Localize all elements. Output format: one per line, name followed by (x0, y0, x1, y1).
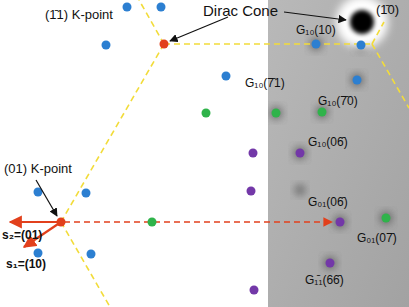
lattice-dot (123, 3, 132, 12)
lattice-dot (157, 3, 166, 12)
zone-boundary (372, 22, 384, 44)
figure-label: (1̄0) (376, 3, 399, 18)
dirac-spot (350, 10, 374, 34)
photo-ground (268, 0, 409, 307)
diffraction-spot (324, 257, 336, 269)
leader-arrow (170, 17, 228, 41)
figure-label: G₁₀(7̄0) (318, 95, 358, 109)
zone-boundary (61, 222, 110, 307)
zone-boundary (164, 43, 372, 45)
lattice-dot (148, 218, 157, 227)
figure-label: s₂=(01) (2, 229, 42, 243)
figure-label: G₁̄₁(66̄) (305, 274, 344, 288)
zone-lines (61, 0, 409, 307)
lattice-dot (312, 40, 321, 49)
lattice-dot (160, 40, 169, 49)
figure-label: G₁₀(06̄) (308, 136, 348, 150)
lattice-dot (357, 41, 366, 50)
basis-vector (10, 221, 61, 223)
figure-label: Dirac Cone (203, 2, 278, 19)
lattice-dot (382, 214, 391, 223)
red-dashed-arrow (64, 221, 332, 223)
diffraction-spot (334, 216, 346, 228)
diffraction-spot (380, 212, 392, 224)
diffraction-spot (351, 74, 363, 86)
lattice-dot (296, 149, 305, 158)
figure-label: (01) K-point (4, 162, 72, 177)
lattice-dot (326, 259, 335, 268)
figure-label: (1̄1) K-point (45, 8, 113, 23)
figure-label: G₀₁(06̄) (308, 196, 348, 210)
lattice-dot (318, 108, 327, 117)
lattice-dots (34, 3, 391, 295)
lattice-dot (353, 76, 362, 85)
leader-arrow (284, 12, 346, 20)
zone-boundary (372, 44, 409, 108)
lattice-dot (272, 109, 281, 118)
lattice-dot (247, 187, 256, 196)
diffraction-spot (295, 185, 305, 195)
lattice-dot (249, 149, 258, 158)
figure-label: G₁₀(7̄1) (245, 77, 285, 91)
diffraction-spot (270, 107, 282, 119)
lattice-dot (34, 249, 43, 258)
diffraction-image (268, 0, 409, 307)
leader-arrow (36, 180, 57, 216)
lattice-dot (87, 250, 96, 259)
figure-label: G₀₁(07̄) (357, 232, 397, 246)
figure-label: G₁₀(10) (296, 24, 336, 38)
lattice-dot (102, 41, 111, 50)
lattice-dot (336, 218, 345, 227)
lattice-dot (250, 286, 259, 295)
lattice-dot (82, 189, 91, 198)
diffraction-spot (310, 38, 322, 50)
leader-arrows (10, 12, 346, 247)
lattice-dot (222, 72, 231, 81)
diffraction-spot (294, 147, 306, 159)
figure-label: s₁=(10) (6, 258, 46, 272)
lattice-dot (202, 109, 211, 118)
zone-boundary (61, 44, 164, 222)
